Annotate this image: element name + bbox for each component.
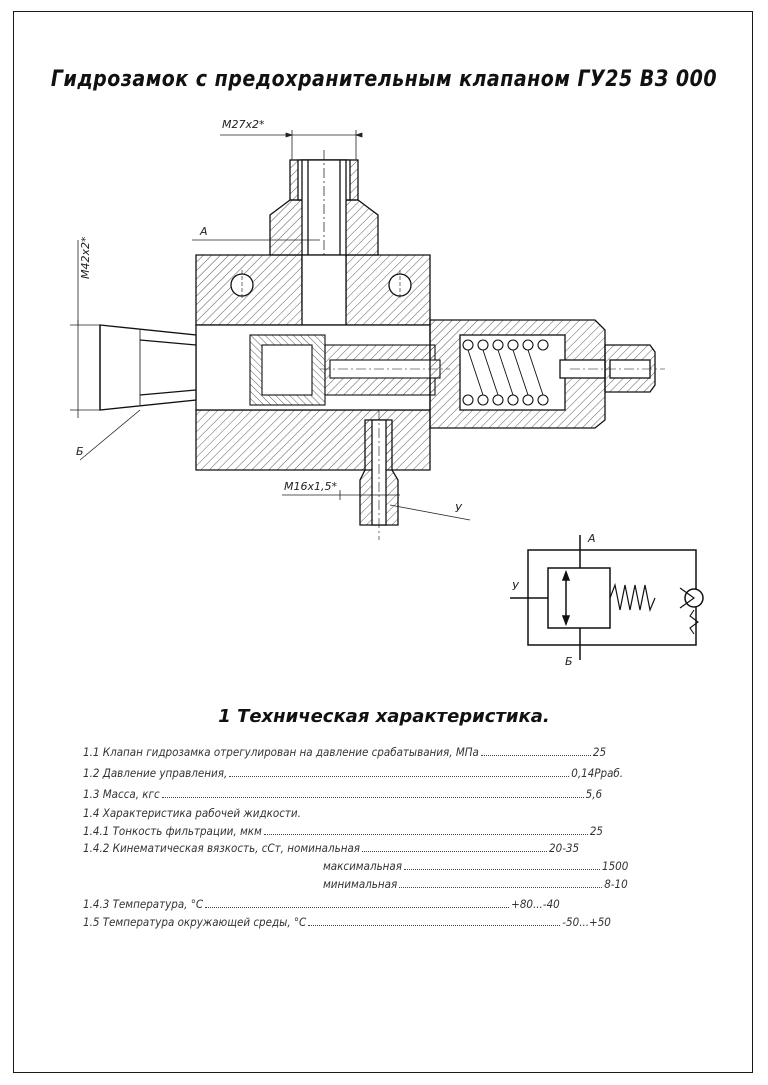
drawing-title: Гидрозамок с предохранительным клапаном … — [50, 66, 718, 92]
spec-line: 1.2 Давление управления,0,14Рраб. — [83, 766, 624, 780]
bottom-fitting — [359, 410, 399, 540]
drawing-frame — [13, 11, 753, 1073]
spring-housing — [429, 319, 665, 429]
section-title: 1 Техническая характеристика. — [218, 706, 550, 727]
dim-bottom-label: М16х1,5* — [284, 480, 337, 493]
internal-poppet — [249, 334, 450, 406]
schematic-port-b: Б — [565, 655, 573, 668]
port-b-bore — [99, 324, 197, 411]
spec-line: 1.1 Клапан гидрозамка отрегулирован на д… — [83, 745, 607, 759]
port-y-label: У — [455, 502, 463, 515]
port-b-label: Б — [76, 445, 84, 458]
spec-line: 1.4.2 Кинематическая вязкость, сСт, номи… — [83, 841, 580, 855]
port-a-label: А — [199, 225, 208, 238]
spec-line: 1.4 Характеристика рабочей жидкости. — [83, 806, 301, 820]
spec-line: 1.4.3 Температура, °С+80...-40 — [83, 897, 560, 911]
schematic-port-y: У — [512, 580, 520, 593]
dimension-lines — [70, 130, 471, 521]
schematic-port-a: А — [587, 532, 596, 545]
dim-top-label: М27х2* — [222, 118, 265, 131]
dim-left-label: М42х2* — [79, 236, 92, 279]
hydraulic-schematic — [510, 535, 704, 660]
spec-line: 1.5 Температура окружающей среды, °С-50.… — [83, 915, 611, 929]
